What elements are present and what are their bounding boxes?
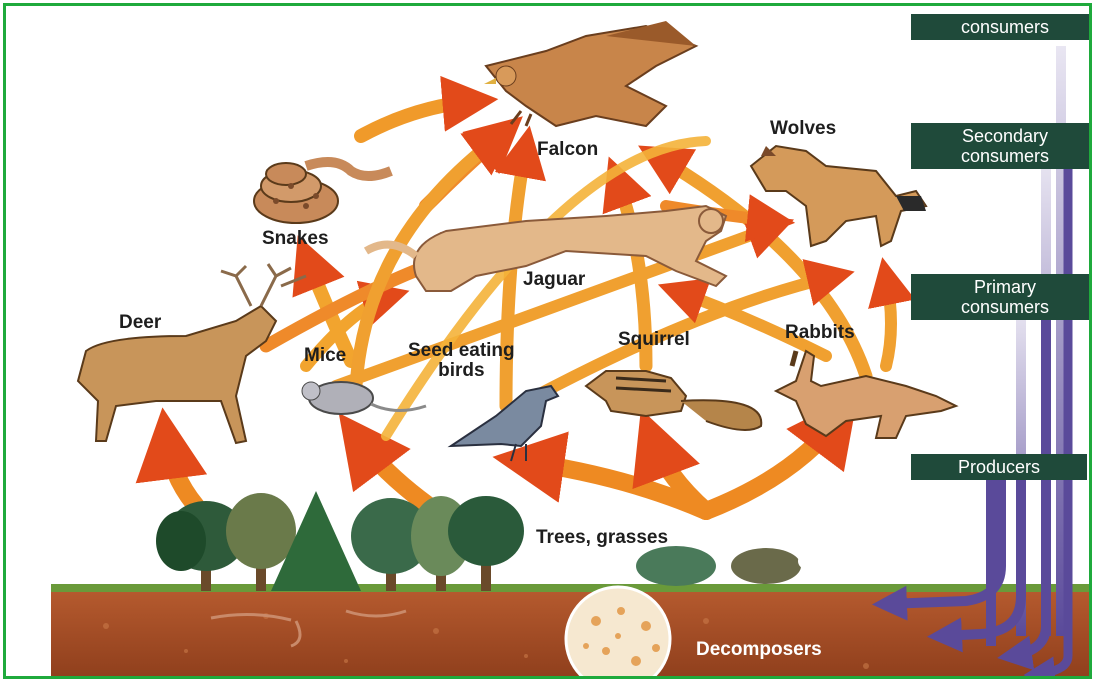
- jaguar-label: Jaguar: [523, 270, 585, 290]
- squirrel-icon: [586, 371, 761, 430]
- rabbits-label: Rabbits: [785, 323, 855, 343]
- deer-label: Deer: [119, 313, 161, 333]
- wolves-label: Wolves: [770, 119, 836, 139]
- falcon-label: Falcon: [537, 140, 598, 160]
- decomposers-label: Decomposers: [696, 639, 822, 661]
- snakes-label: Snakes: [262, 229, 329, 249]
- diagram-frame: Falcon Wolves Snakes Jaguar Deer Mice Se…: [3, 3, 1092, 679]
- secondary-level-box: Secondary consumers: [911, 123, 1092, 169]
- producers-level-box: Producers: [911, 454, 1087, 480]
- primary-level-box: Primary consumers: [911, 274, 1092, 320]
- snake-icon: [254, 162, 391, 223]
- falcon-icon: [484, 21, 696, 126]
- decomposer-icon: [566, 587, 670, 679]
- seed-birds-label: Seed eating birds: [408, 341, 515, 381]
- food-web-diagram: [6, 6, 1092, 679]
- squirrel-label: Squirrel: [618, 330, 690, 350]
- mice-label: Mice: [304, 346, 346, 366]
- deer-icon: [78, 264, 306, 443]
- tertiary-level-box: consumers: [911, 14, 1092, 40]
- plants-label: Trees, grasses: [536, 528, 668, 548]
